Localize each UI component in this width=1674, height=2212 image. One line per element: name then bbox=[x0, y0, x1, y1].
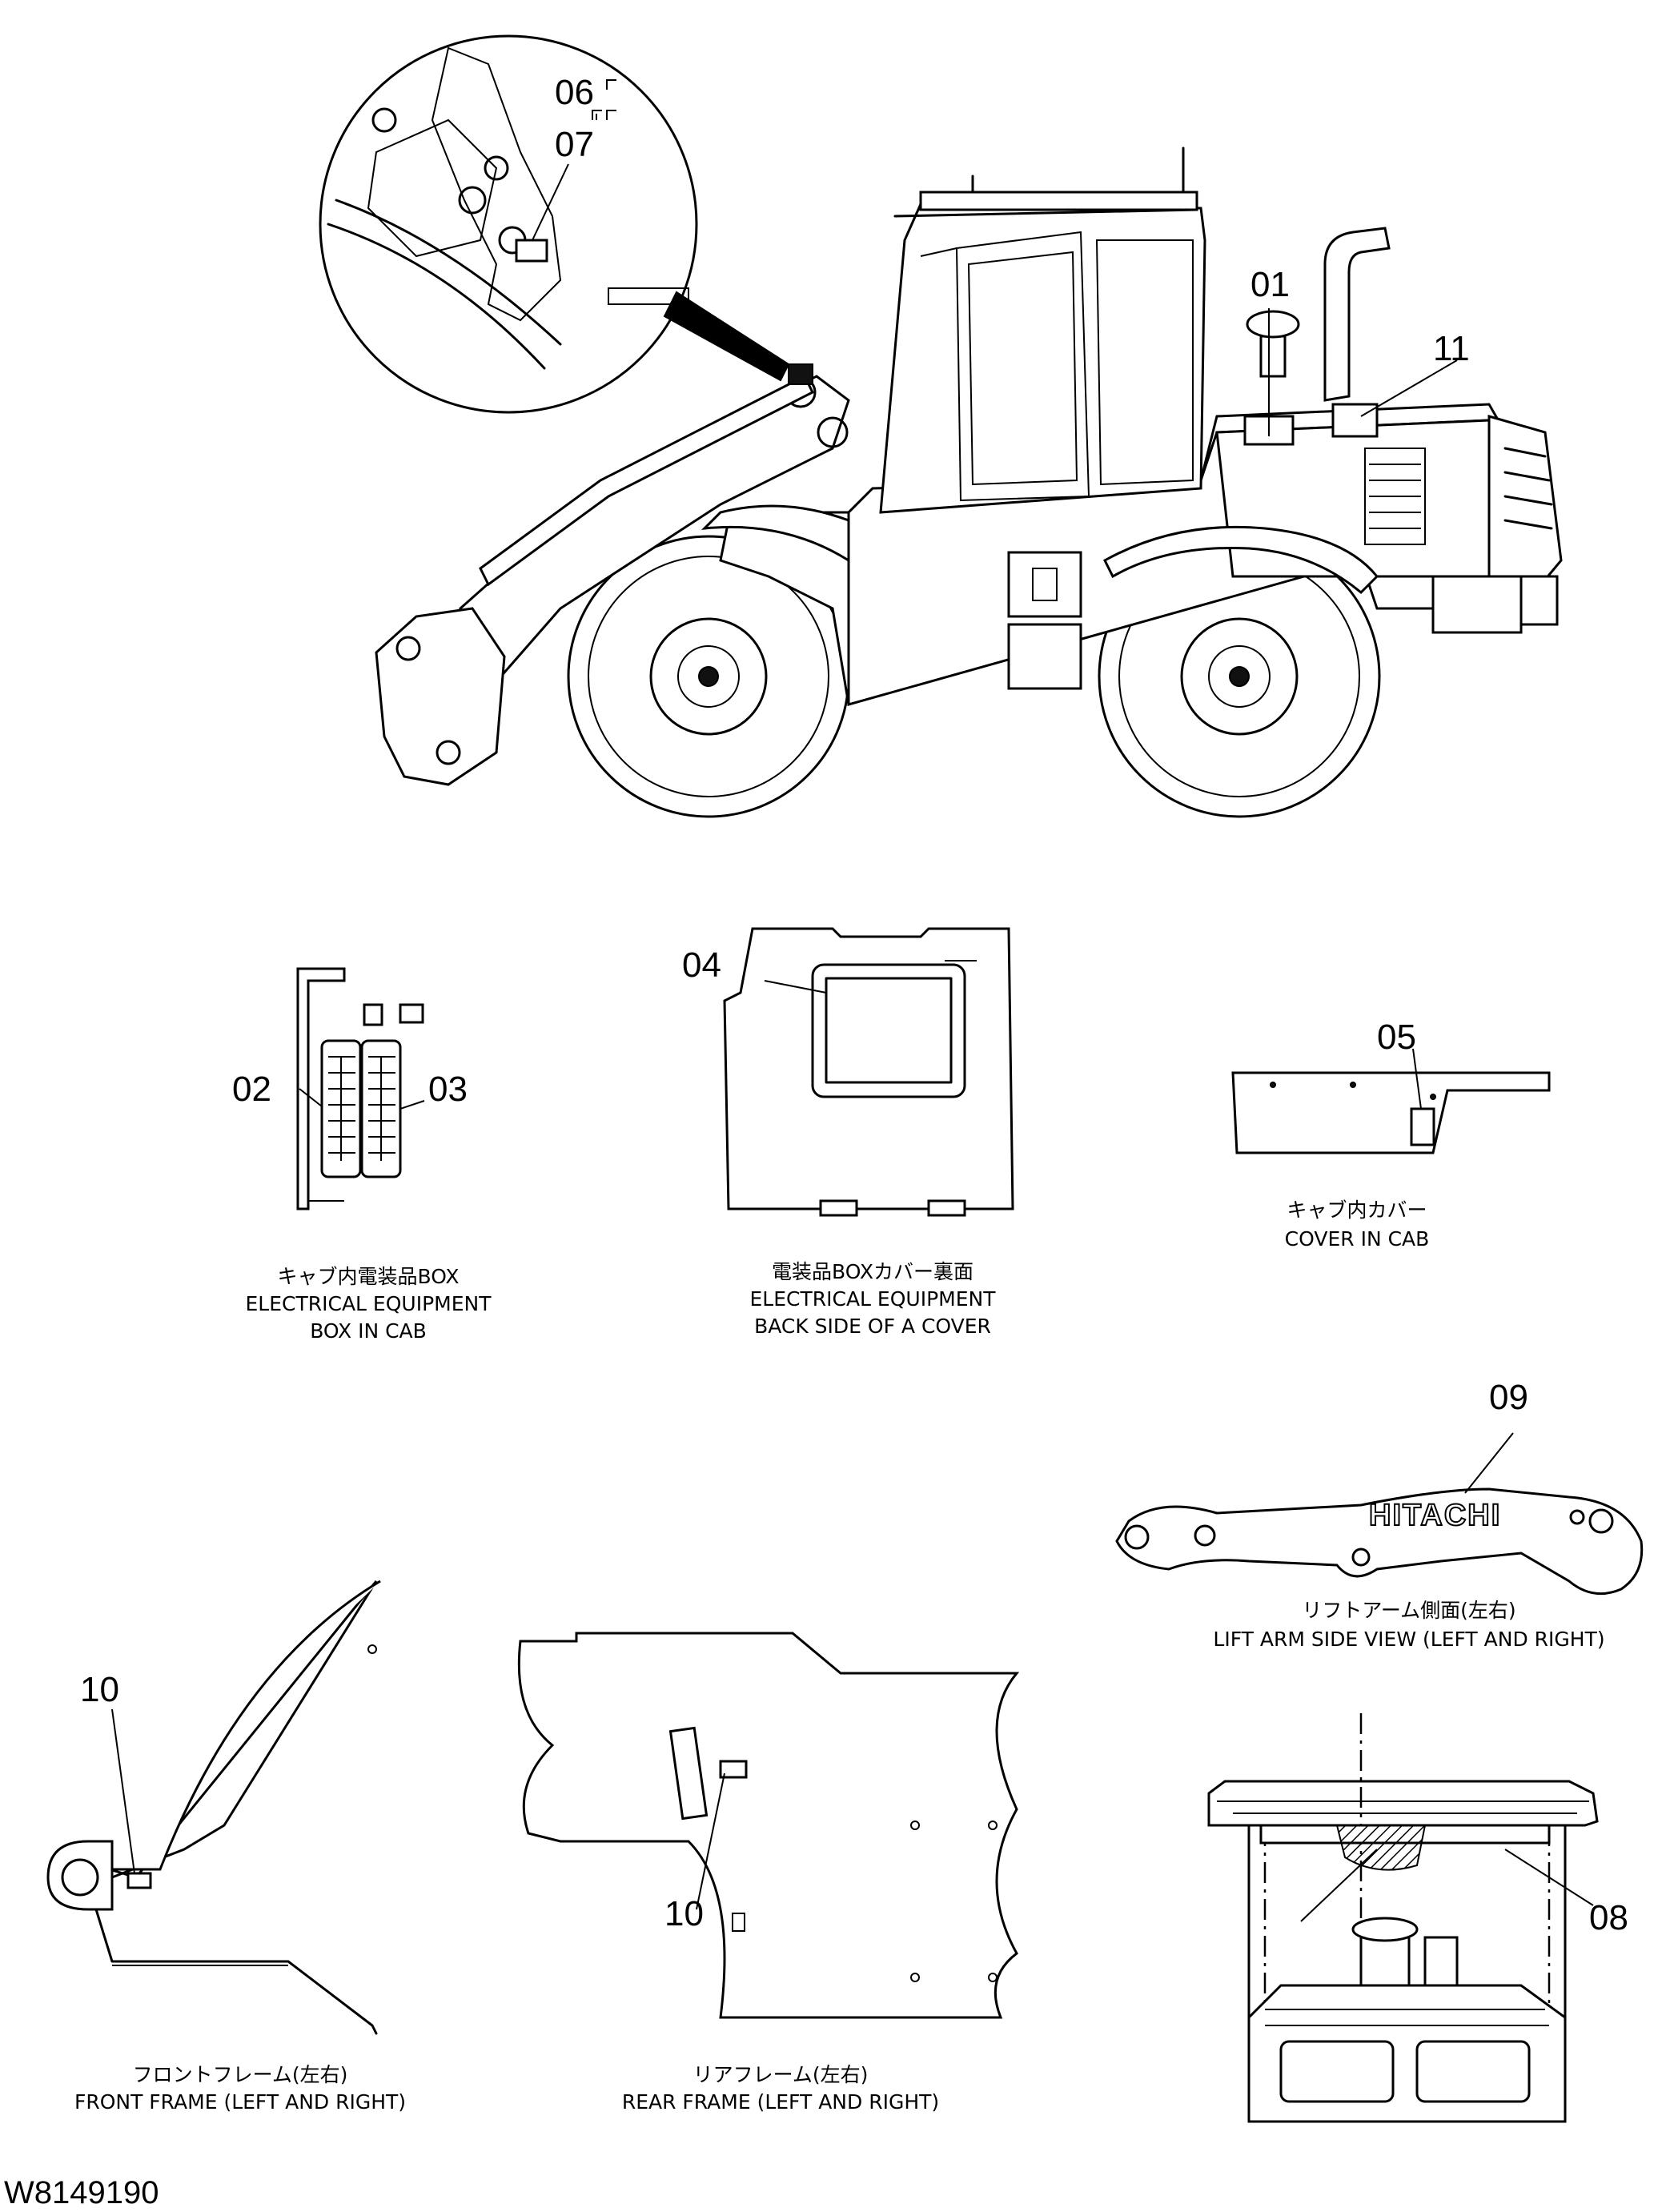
caption-box-cover-ja: 電装品BOXカバー裏面 bbox=[772, 1260, 973, 1283]
decal-10-rear-outline bbox=[719, 1760, 748, 1779]
callout-02: 02 bbox=[232, 1070, 271, 1109]
callout-06: 06 bbox=[555, 73, 594, 112]
lift-arm-figure: HITACHI bbox=[1115, 1432, 1644, 1596]
caption-lift-arm-en1: LIFT ARM SIDE VIEW (LEFT AND RIGHT) bbox=[1213, 1628, 1604, 1651]
caption-box-cover-en1: ELECTRICAL EQUIPMENT bbox=[750, 1287, 997, 1311]
callout-09: 09 bbox=[1489, 1378, 1528, 1417]
decal-05-outline bbox=[1410, 1107, 1435, 1146]
caption-electrical-box-en2: BOX IN CAB bbox=[310, 1319, 427, 1343]
front-frame-figure bbox=[46, 1580, 381, 2035]
caption-box-cover-en2: BACK SIDE OF A COVER bbox=[754, 1315, 991, 1338]
callout-10-rear: 10 bbox=[664, 1894, 704, 1933]
callout-07: 07 bbox=[555, 125, 594, 164]
front-wheel bbox=[567, 535, 850, 818]
caption-lift-arm-ja: リフトアーム側面(左右) bbox=[1302, 1599, 1515, 1622]
callout-04: 04 bbox=[682, 945, 721, 985]
hitachi-logo: HITACHI bbox=[1369, 1499, 1501, 1532]
caption-electrical-box-ja: キャブ内電装品BOX bbox=[278, 1265, 460, 1288]
caption-electrical-box-en1: ELECTRICAL EQUIPMENT bbox=[246, 1292, 492, 1315]
decal-10-front-outline bbox=[126, 1872, 152, 1889]
callout-10-front: 10 bbox=[80, 1670, 119, 1709]
callout-01: 01 bbox=[1250, 265, 1290, 304]
magnified-detail-circle bbox=[319, 34, 790, 414]
caption-front-frame-en1: FRONT FRAME (LEFT AND RIGHT) bbox=[74, 2090, 406, 2114]
caption-cab-cover-ja: キャブ内カバー bbox=[1287, 1198, 1427, 1222]
callout-08: 08 bbox=[1589, 1898, 1628, 1937]
box-cover-figure bbox=[723, 927, 1014, 1217]
electrical-box-figure bbox=[296, 967, 425, 1210]
rear-frame-figure bbox=[517, 1632, 1020, 2019]
drawing-number: W8149190 bbox=[4, 2175, 159, 2210]
callout-11: 11 bbox=[1433, 329, 1470, 368]
caption-front-frame-ja: フロントフレーム(左右) bbox=[133, 2063, 348, 2086]
wheel-loader-side-view bbox=[375, 147, 1563, 818]
caption-rear-frame-en1: REAR FRAME (LEFT AND RIGHT) bbox=[622, 2090, 939, 2114]
decal-11-outline bbox=[1331, 403, 1379, 438]
caption-cab-cover-en1: COVER IN CAB bbox=[1285, 1227, 1430, 1251]
rear-view-figure bbox=[1207, 1713, 1599, 2123]
callout-05: 05 bbox=[1377, 1018, 1416, 1057]
callout-03: 03 bbox=[428, 1070, 468, 1109]
caption-rear-frame-ja: リアフレーム(左右) bbox=[693, 2063, 869, 2086]
decal-07-outline bbox=[515, 239, 548, 263]
cab-cover-figure bbox=[1231, 1048, 1551, 1154]
